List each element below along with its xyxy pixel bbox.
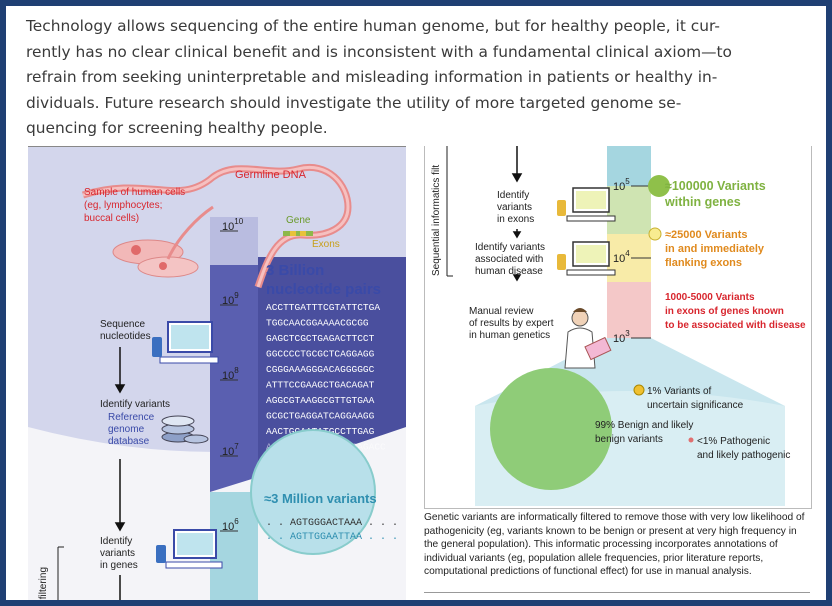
seq-snippet: . . AGTTGGAATTAA . . . [266,532,398,543]
expert-person-icon [564,308,612,369]
v100000-label: ≈100000 Variants [665,179,766,193]
v1000-label: 1000-5000 Variants [665,292,755,303]
database-icon [161,415,209,444]
sequence-row: AGGCGTAAGGCGTTGTGAA [266,395,375,406]
informatics-filter-label: Sequential informatics filt [431,165,442,276]
sequence-row: CGGGAAAGGGACAGGGGGC [266,364,375,375]
uncertain-label: uncertain significance [647,400,744,411]
tick-label: 104 [613,249,630,265]
left-figure-svg: 1010 109 108 107 106 Germline DNA Sample… [28,147,406,600]
tick-label: 106 [222,517,239,533]
scale-column-teal [210,492,258,600]
variants-dot-green [648,175,670,197]
benign-label: 99% Benign and likely [595,420,693,431]
sequence-label: Sequence [100,319,145,330]
sequence-row: GCGCTGAGGATCAGGAAGG [266,411,375,422]
identify-exons-label: in exons [497,214,534,225]
filtering-label: s filtering [38,567,49,600]
identify-variants-label: Identify variants [100,399,170,410]
intro-line: Technology allows sequencing of the enti… [26,17,720,35]
v25000-label: flanking exons [665,257,742,269]
v25000-label: in and immediately [665,243,765,255]
right-figure-panel: 105 104 103 Sequential informatics filt … [424,146,812,509]
billion-label: nucleotide pairs [266,281,381,298]
sequence-row: ACCTTGATTTCGTATTCTGA [266,302,380,313]
tick-label: 109 [222,291,239,307]
cells-label-line: Sample of human cells [84,187,185,198]
cells-label-line: (eg, lymphocytes; [84,200,162,211]
variants-dot-yellow [648,227,662,241]
uncertain-dot [633,384,645,396]
intro-line: quencing for screening healthy people. [26,119,328,137]
v1000-label: to be associated with disease [665,320,806,331]
computer-icon [557,187,616,222]
reference-label: Reference [108,412,155,423]
tick-label: 107 [222,442,239,458]
identify-disease-label: Identify variants [475,242,545,253]
seq-snippet: . . AGTGGGACTAAA . . . [266,518,398,529]
v1000-label: in exons of genes known [665,306,784,317]
sequence-row: GGCCCCTGCGCTCAGGAGG [266,349,375,360]
scale-column-purple [210,265,258,492]
benign-label: benign variants [595,434,663,445]
pathogenic-label: <1% Pathogenic [697,436,770,447]
figure-caption: Genetic variants are informatically filt… [424,512,805,577]
caption-divider [424,592,810,593]
band-red [607,282,651,338]
pathogenic-dot [688,437,694,443]
computer-icon [557,241,616,276]
computer-icon [152,321,219,364]
reference-label: database [108,436,150,447]
tick-label: 1010 [222,217,244,233]
identify-genes-label: variants [100,548,135,559]
sequence-row: ATTTCCGAAGCTGACAGAT [266,380,375,391]
identify-exons-label: Identify [497,190,529,201]
identify-genes-label: in genes [100,560,138,571]
tick-label: 108 [222,366,239,382]
million-variants-label: ≈3 Million variants [264,491,377,506]
manual-review-label: in human genetics [469,330,550,341]
reference-label: genome [108,424,145,435]
computer-icon [156,529,223,569]
uncertain-label: 1% Variants of [647,386,712,397]
benign-circle [490,368,612,490]
gene-label: Gene [286,215,311,226]
v25000-label: ≈25000 Variants [665,229,747,241]
v100000-label: within genes [664,195,741,209]
intro-paragraph: Technology allows sequencing of the enti… [26,14,806,142]
band-green [607,186,651,234]
germline-dna-label: Germline DNA [235,169,307,181]
left-figure-panel: 1010 109 108 107 106 Germline DNA Sample… [28,146,406,600]
identify-genes-label: Identify [100,536,132,547]
sequence-row: TGGCAACGGAAAACGCGG [266,318,369,329]
manual-review-label: of results by expert [469,318,554,329]
cells-label-line: buccal cells) [84,213,139,224]
sequence-label: nucleotides [100,331,151,342]
right-figure-svg: 105 104 103 Sequential informatics filt … [425,146,811,508]
billion-label: 3 Billion [266,262,324,279]
magnifier-circle [250,429,376,555]
sequence-block [258,257,406,477]
identify-disease-label: human disease [475,266,543,277]
tick-label: 103 [613,329,630,345]
article-page: Technology allows sequencing of the enti… [6,6,826,600]
identify-disease-label: associated with [475,254,543,265]
intro-line: rently has no clear clinical benefit and… [26,42,732,61]
intro-line: refrain from seeking uninterpretable and… [26,68,718,86]
identify-exons-label: variants [497,202,532,213]
gene-marker [283,231,313,236]
pathogenic-label: and likely pathogenic [697,450,790,461]
intro-line: dividuals. Future research should invest… [26,93,682,112]
exons-label: Exons [312,239,340,250]
tick-label: 105 [613,177,630,193]
sequence-row: GAGCTCGCTGAGACTTCCT [266,333,375,344]
manual-review-label: Manual review [469,306,534,317]
